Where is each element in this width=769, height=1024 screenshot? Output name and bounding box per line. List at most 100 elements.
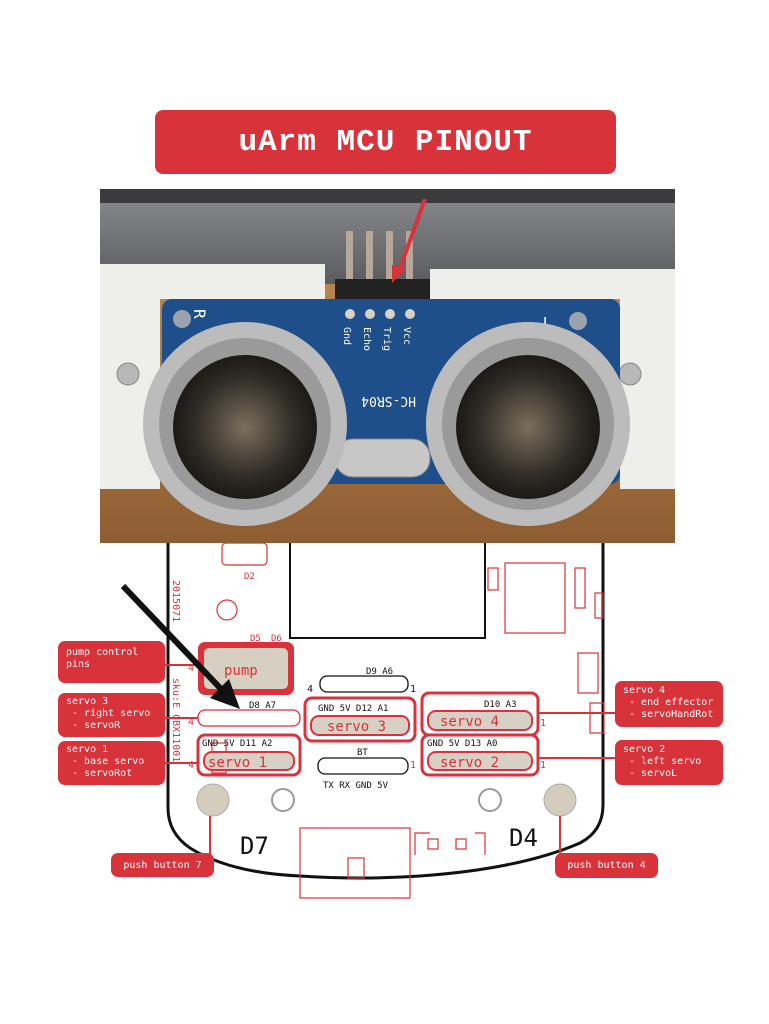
pin-label-trig: Trig [381,327,392,351]
pump-pins-inner [204,648,288,689]
callout-line: - base servo [66,756,145,767]
push-button-7-icon [196,783,230,817]
chip-footprint [504,562,566,634]
sensor-model: HC-SR04 [361,393,416,408]
pin-label-echo: Echo [361,327,372,351]
bt-label: BT [357,748,368,758]
smd-pad [455,838,467,850]
page-title: uArm MCU PINOUT [238,124,533,160]
callout-line: servo 4 [623,685,666,696]
servo-1-block [196,733,302,777]
servo-3-pins: GND 5V D12 A1 [318,704,388,714]
label-d2: D2 [244,572,255,582]
callout-line: - servoHandRot [623,709,714,720]
bt-pins: TX RX GND 5V [323,781,389,791]
diode-footprint [589,702,605,734]
transducer-right [426,322,630,526]
crystal [334,438,431,478]
pin-number-4: 4 [188,760,194,771]
usb-footprint [299,827,411,899]
servo-2-label: servo 2 [440,755,499,771]
callout-line: - servoR [66,720,121,731]
callout-line: - servoRot [66,768,133,779]
header-d9-a6-label: D9 A6 [366,667,393,677]
callout-line: - servoL [623,768,678,779]
smd-pad [577,652,599,694]
servo-4-label: servo 4 [440,714,499,730]
screw-icon [173,310,191,328]
black-arrow-icon [120,583,240,709]
header-d8-a7-label: D8 A7 [249,701,276,711]
servo-1-pins: GND 5V D11 A2 [202,739,272,749]
pin-number-1: 1 [540,760,546,771]
smd-pad [487,567,499,591]
sku-label: sku:E CBX11001 [170,678,181,762]
header-d8-a7 [197,709,301,727]
servo-4-pins: D10 A3 [484,700,517,710]
sensor-mark-r: R [190,309,209,319]
board-diagram: D2 D5 D6 pump D9 A6 D8 A7 GND 5V D11 A2 … [120,543,615,899]
mount-hole [216,599,238,621]
smd-pad [427,838,439,850]
callout-push-button-7: push button 7 [111,853,214,877]
pin-number-4: 4 [188,717,194,728]
pin-number-4: 4 [188,663,194,674]
switch-footprint [414,832,486,855]
callout-servo-4: servo 4 - end effector - servoHandRot [615,681,723,727]
label-d4: D4 [509,824,538,852]
header-pins [335,231,430,299]
pin-number-4: 4 [307,684,313,695]
callout-line: pins [66,659,91,670]
smd-pad [594,592,604,619]
callout-line: push button 4 [567,860,646,871]
servo-1-label: servo 1 [208,755,267,771]
pin-label-gnd: Gnd [341,327,352,345]
callout-leaders [165,664,615,855]
servo-2-pins: GND 5V D13 A0 [427,739,497,749]
mount-hole [271,788,295,812]
pin-number-1: 1 [540,718,546,729]
smd-pad [574,567,586,609]
module-outline [289,543,486,639]
callout-line: - right servo [66,708,151,719]
callout-line: - left servo [623,756,702,767]
callout-servo-2: servo 2 - left servo - servoL [615,740,723,785]
servo-3-block [303,696,417,743]
callout-servo-1: servo 1 - base servo - servoRot [58,741,165,785]
callout-push-button-4: push button 4 [555,853,658,878]
header-d9-a6 [319,675,409,693]
callout-line: - end effector [623,697,714,708]
sensor-photo: Gnd Echo Trig Vcc HC-SR04 R T [100,189,675,543]
callout-servo-3: servo 3 - right servo - servoR [58,693,165,737]
solder-pads [345,309,415,319]
pin-label-vcc: Vcc [401,327,412,345]
callout-line: servo 2 [623,744,666,755]
callout-line: push button 7 [123,859,202,871]
screw-icon [618,362,642,386]
header-bt [317,757,409,775]
transducer-left [143,322,347,526]
title-banner: uArm MCU PINOUT [155,110,616,174]
red-arrow-icon [392,198,427,283]
screw-icon [569,312,587,330]
mount-hole [478,788,502,812]
label-d6: D6 [271,634,282,644]
callout-pump: pump control pins [58,641,165,683]
usb-pad [347,857,365,879]
label-d5: D5 [250,634,261,644]
screw-icon [116,362,140,386]
sensor-mark-t: T [540,313,550,332]
date-code: 2015071 [170,580,181,622]
push-button-4-icon [543,783,577,817]
pin-number-1: 1 [410,684,416,695]
d2-footprint [221,543,268,566]
label-d7: D7 [240,832,269,860]
servo-2-block [420,733,540,777]
board-outline [166,543,605,880]
pin-number-1: 1 [410,760,416,771]
callout-line: servo 1 [66,744,109,755]
servo-3-label: servo 3 [327,719,386,735]
callout-line: servo 3 [66,696,109,707]
pump-label: pump [224,663,258,679]
callout-line: pump control [66,647,139,658]
